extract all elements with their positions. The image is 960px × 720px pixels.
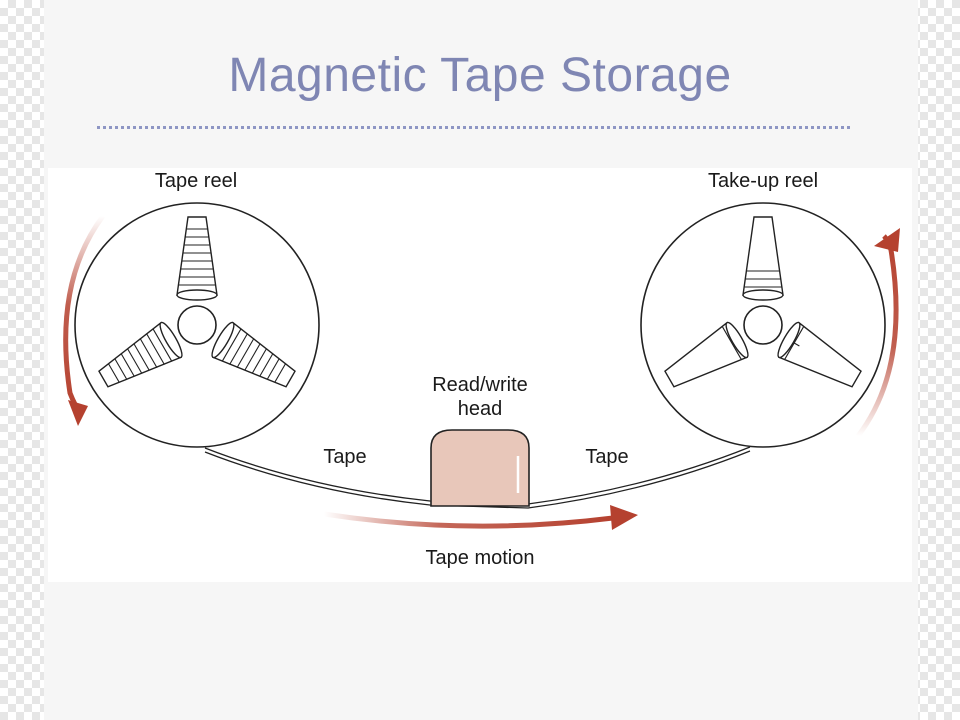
head-label-line1: Read/write xyxy=(432,374,528,396)
tape-reel xyxy=(74,202,320,448)
slide-title: Magnetic Tape Storage xyxy=(228,49,732,102)
tape-right-label: Tape xyxy=(585,446,629,468)
tape-reel-spokes xyxy=(98,216,296,388)
takeup-reel-spokes xyxy=(664,216,862,388)
read-write-head xyxy=(430,429,530,507)
tape-motion-label: Tape motion xyxy=(425,547,535,569)
right-rotation-arrow xyxy=(856,228,900,438)
tape-diagram: Tape reel Take-up reel Read/write head T… xyxy=(48,168,912,582)
takeup-reel-label: Take-up reel xyxy=(707,170,819,192)
tape-reel-label: Tape reel xyxy=(154,170,238,192)
tape-motion-arrow xyxy=(323,505,638,530)
title-divider xyxy=(97,126,850,129)
left-rotation-arrow xyxy=(63,214,106,426)
tape-left-label: Tape xyxy=(323,446,367,468)
takeup-reel xyxy=(640,202,886,448)
head-label-line2: head xyxy=(457,398,503,420)
